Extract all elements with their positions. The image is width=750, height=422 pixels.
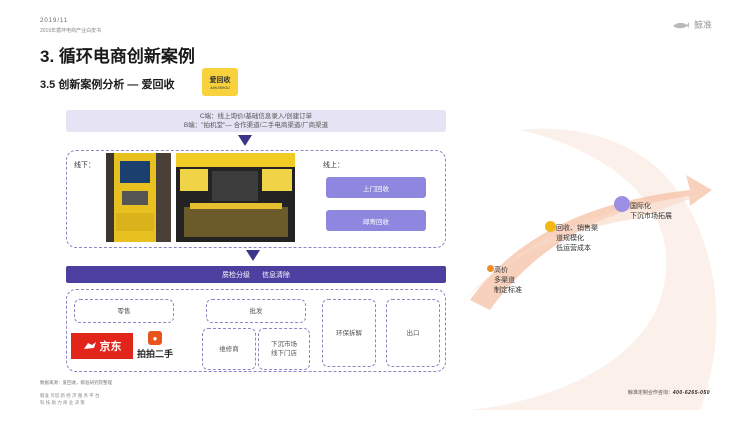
paipai-logo: ● 拍拍二手 <box>137 331 173 360</box>
stage-1-text: 高价多渠道制定标准 <box>494 267 522 294</box>
outlets-box <box>66 289 446 372</box>
repair-shop-box: 维修商 <box>202 328 256 370</box>
stage-3-dot <box>614 196 630 212</box>
arrow-down-icon <box>238 135 252 146</box>
collection-box <box>66 150 446 248</box>
page-title: 3. 循环电商创新案例 <box>40 47 195 66</box>
aihuishou-logo: 爱回收 AIHUISHOU <box>202 68 238 96</box>
wholesale-box: 批发 <box>206 299 306 323</box>
report-date: 2019/11 <box>40 18 69 24</box>
hotline-number[interactable]: 400-6265-050 <box>672 390 710 396</box>
jd-logo-text: 京东 <box>99 341 122 353</box>
stage-3-text: 国际化下沉市场拓展 <box>630 203 672 220</box>
mail-in-button[interactable]: 邮寄回收 <box>326 210 426 231</box>
report-name: 2019年循环电商产业白皮书 <box>40 28 102 34</box>
retail-box: 零售 <box>74 299 174 323</box>
stage-1-dot <box>487 265 494 272</box>
lower-market-box: 下沉市场 线下门店 <box>258 328 310 370</box>
footer-line-1: 鲸准 贝塔 新 经 济 服 务 平 台 <box>40 393 100 398</box>
hotline: 鲸准定制合作咨询：400-6265-050 <box>628 389 710 396</box>
offline-label: 线下： <box>74 162 95 169</box>
aihuishou-logo-subtext: AIHUISHOU <box>210 85 230 90</box>
home-pickup-button[interactable]: 上门回收 <box>326 177 426 198</box>
process-bar: 质检分级 信息清除 <box>66 266 446 283</box>
stage-2-dot <box>545 221 556 232</box>
data-wipe-label: 信息清除 <box>262 271 290 279</box>
channels-box: C端：线上询价/基础信息录入/创建订单 B端："拍机堂"— 合作渠道/二手电商渠… <box>66 110 446 132</box>
quality-grading-label: 质检分级 <box>222 271 250 279</box>
c-end-channel: C端：线上询价/基础信息录入/创建订单 <box>199 113 313 120</box>
eco-dismantle-box: 环保拆解 <box>322 299 376 367</box>
paipai-icon: ● <box>148 331 162 345</box>
paipai-logo-text: 拍拍二手 <box>137 349 174 359</box>
online-label: 线上： <box>323 162 344 169</box>
whale-icon <box>672 21 689 28</box>
b-end-channel: B端："拍机堂"— 合作渠道/二手电商渠道/厂商渠道 <box>183 122 329 129</box>
retail-store-photo <box>176 153 295 242</box>
brand-name: 鲸准 <box>693 20 712 30</box>
stage-2-text: 回收、销售渠道规模化低运营成本 <box>556 225 598 252</box>
data-source: 数据来源：爱回收，鲸准研究院整理 <box>40 380 112 385</box>
export-box: 出口 <box>386 299 440 367</box>
brand-logo: 鲸准 <box>672 18 712 31</box>
footer-line-2: 科 技 助 力 商 业 决 策 <box>40 400 85 405</box>
aihuishou-logo-text: 爱回收 <box>209 76 231 84</box>
jd-dog-icon <box>83 342 96 349</box>
arrow-down-icon <box>246 250 260 261</box>
recycling-kiosk-photo <box>106 153 171 242</box>
hotline-label: 鲸准定制合作咨询： <box>627 390 673 396</box>
section-subtitle: 3.5 创新案例分析 — 爱回收 <box>40 79 175 91</box>
jd-logo: 京东 <box>71 333 133 359</box>
